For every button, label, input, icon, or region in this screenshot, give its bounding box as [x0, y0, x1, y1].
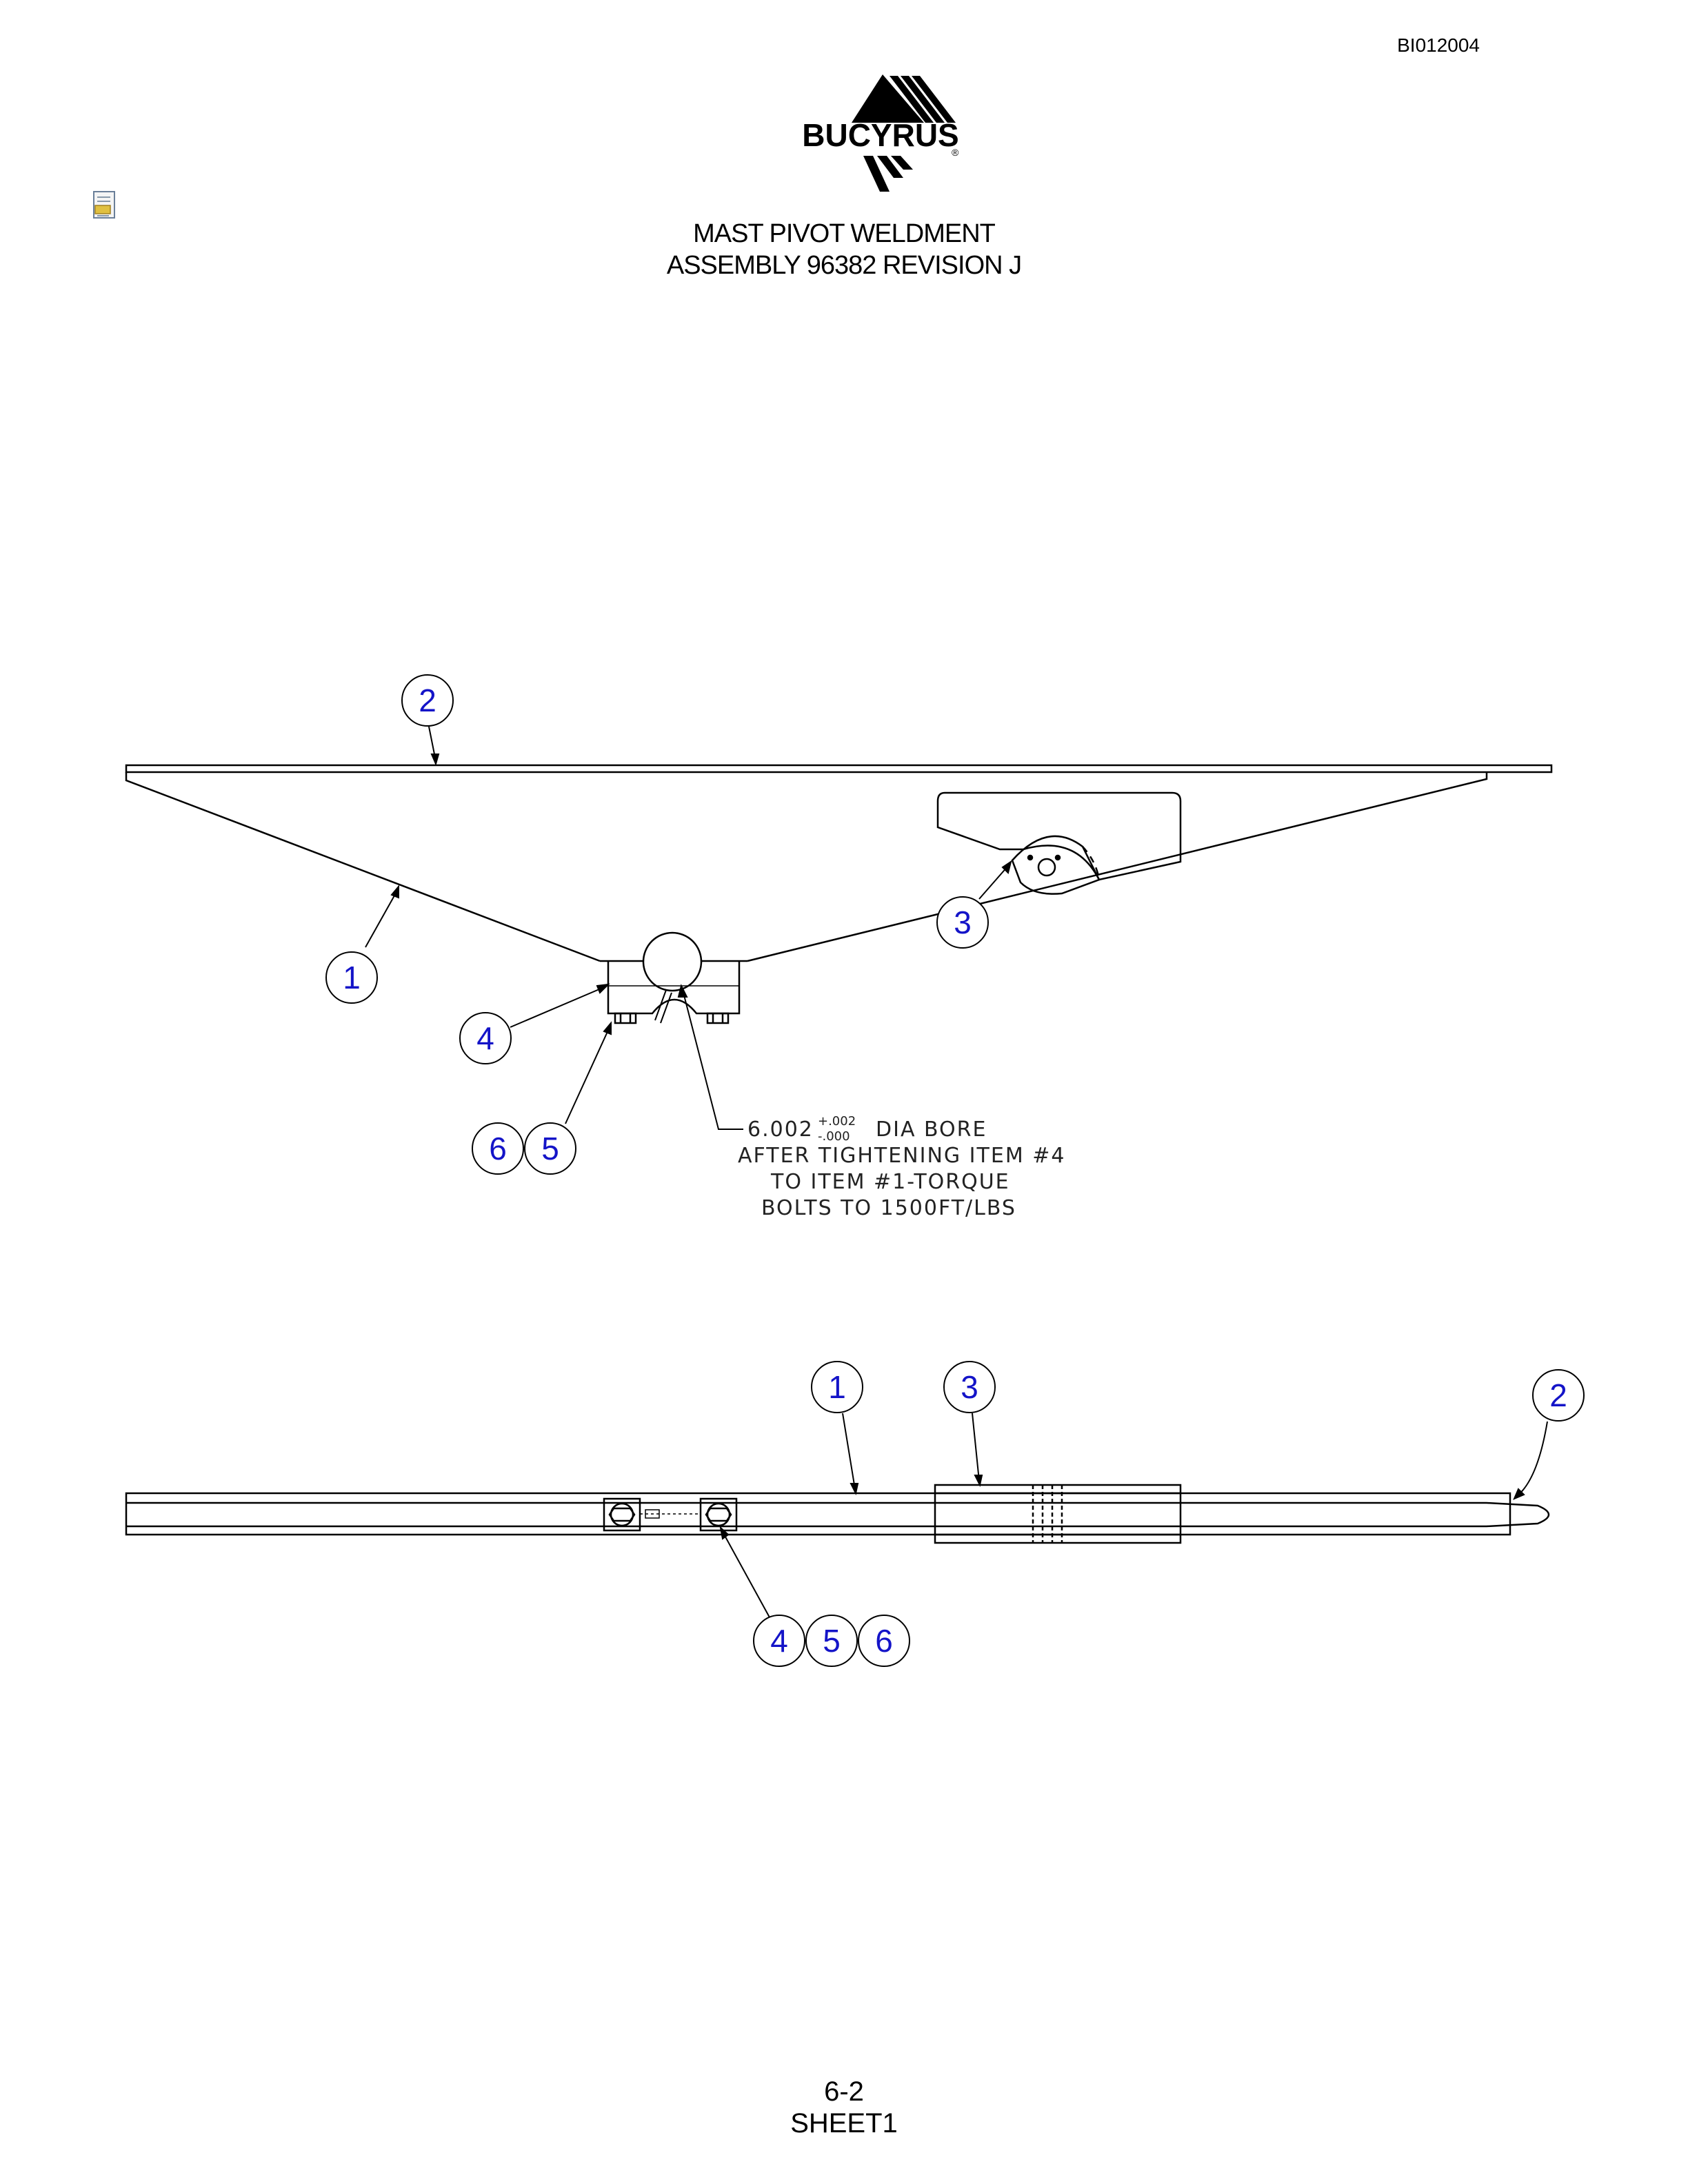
bucyrus-logo: BUCYRUS ® [802, 74, 959, 192]
balloon-top-1: 1 [325, 951, 378, 1004]
side-plate-item-2 [1486, 1502, 1550, 1528]
svg-text:6: 6 [489, 1131, 507, 1166]
svg-text:5: 5 [541, 1131, 559, 1166]
svg-text:1: 1 [343, 960, 361, 995]
pivot-housing [600, 960, 747, 1015]
weldment-left-edge [125, 772, 601, 962]
logo-wordmark: BUCYRUS [802, 117, 958, 153]
side-view-leaders [719, 1413, 1548, 1618]
svg-text:2: 2 [419, 682, 436, 718]
drawing-title: MAST PIVOT WELDMENT [693, 219, 996, 248]
page-number: 6-2 [824, 2076, 864, 2107]
balloon-top-4: 4 [459, 1012, 512, 1064]
balloon-top-2: 2 [401, 674, 454, 727]
logo-stripe-2 [901, 76, 945, 123]
note-line-3: TO ITEM #1-TORQUE [770, 1170, 1010, 1194]
svg-text:3: 3 [961, 1369, 978, 1405]
svg-text:6: 6 [875, 1623, 893, 1659]
weldment-right-edge [747, 772, 1488, 962]
svg-text:4: 4 [770, 1623, 788, 1659]
note-line-4: BOLTS TO 1500FT/LBS [761, 1196, 1016, 1220]
drawing-subtitle: ASSEMBLY 96382 REVISION J [666, 251, 1022, 280]
svg-text:3: 3 [954, 904, 972, 940]
document-id: BI012004 [1397, 34, 1480, 56]
side-view-balloons: 1 3 2 4 5 6 [753, 1361, 1585, 1667]
side-bolt-left [603, 1497, 641, 1532]
sheet-label: SHEET1 [790, 2108, 898, 2138]
note-tolerance-minus: -.000 [818, 1129, 850, 1144]
logo-stripe-3 [912, 76, 956, 123]
clamp-bolt-left [614, 1012, 637, 1024]
note-line-1-prefix: 6.002 [747, 1118, 814, 1142]
note-line-1-suffix: DIA BORE [876, 1118, 987, 1142]
pivot-bore [642, 931, 703, 992]
side-view [125, 1484, 1550, 1544]
logo-mountain [852, 74, 924, 123]
lug-pin-hole [1037, 858, 1056, 877]
balloon-side-5: 5 [805, 1615, 858, 1667]
balloon-top-6: 6 [472, 1122, 524, 1175]
side-beam-item-1 [125, 1492, 1511, 1536]
svg-text:2: 2 [1549, 1377, 1567, 1413]
side-bracket-item-3 [934, 1484, 1182, 1544]
logo-lower-stripe-3 [891, 156, 913, 170]
bore-note: 6.002 +.002 -.000 DIA BORE AFTER TIGHTEN… [738, 1114, 1065, 1220]
bracket-pad [936, 791, 1182, 881]
svg-text:4: 4 [476, 1020, 494, 1056]
balloon-side-4: 4 [753, 1615, 805, 1667]
logo-registered-mark: ® [952, 147, 959, 158]
balloon-side-2: 2 [1532, 1369, 1585, 1422]
svg-text:5: 5 [823, 1623, 841, 1659]
top-view-balloons: 2 1 3 4 6 5 [325, 674, 989, 1175]
top-view-leaders [365, 726, 1012, 1130]
top-view [125, 764, 1553, 1024]
logo-lower-stripe-2 [877, 156, 903, 178]
note-line-2: AFTER TIGHTENING ITEM #4 [738, 1144, 1065, 1168]
balloon-side-3: 3 [943, 1361, 996, 1413]
clamp-bolt-right [706, 1012, 730, 1024]
logo-stripe-1 [890, 76, 934, 123]
side-bolt-right [699, 1497, 738, 1532]
top-plate-item-2 [125, 764, 1553, 774]
balloon-top-3: 3 [936, 896, 989, 949]
balloon-top-5: 5 [524, 1122, 576, 1175]
balloon-side-6: 6 [858, 1615, 910, 1667]
logo-lower-stripe-1 [863, 156, 890, 192]
svg-text:1: 1 [828, 1369, 846, 1405]
attachment-note-icon[interactable] [91, 190, 119, 221]
balloon-side-1: 1 [811, 1361, 863, 1413]
note-tolerance-plus: +.002 [818, 1114, 856, 1129]
